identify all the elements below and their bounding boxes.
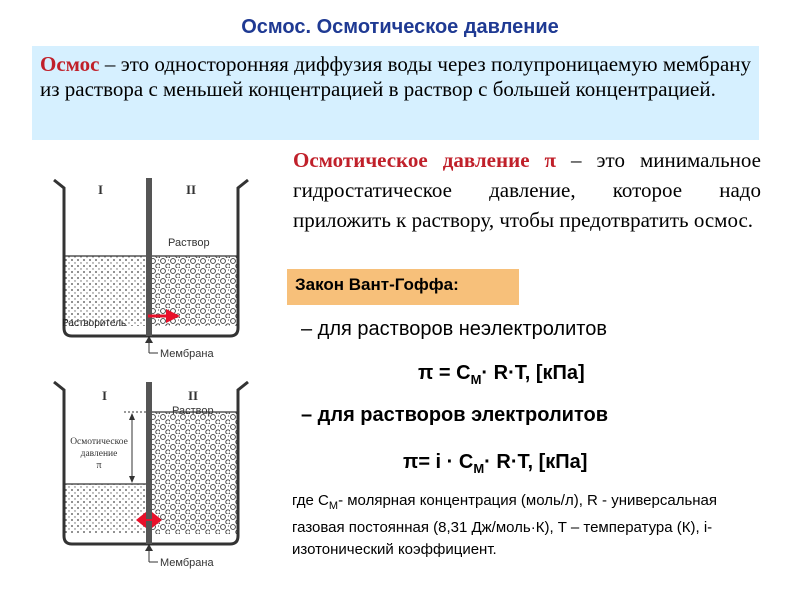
formula2-sub: M (473, 461, 485, 476)
solvent-fill (64, 484, 146, 534)
formula-legend: где CM- молярная концентрация (моль/л), … (292, 490, 762, 561)
solution-label: Раствор (168, 237, 210, 249)
membrane-bar (146, 382, 152, 544)
osmosis-diagram-equilibrium: I II Раствор Осмотическое давление π Мем… (53, 380, 249, 569)
solvent-fill (64, 256, 146, 326)
page-title: Осмос. Осмотическое давление (241, 16, 559, 38)
membrane-bar (146, 178, 152, 336)
osmosis-definition: Осмос – это односторонняя диффузия воды … (32, 46, 759, 140)
formula-electrolytes: π= i · CM· R·T, [кПа] (403, 451, 587, 476)
formula1-lhs: π = C (418, 362, 471, 384)
definition-text: это односторонняя диффузия воды через по… (40, 52, 752, 101)
solution-fill (152, 412, 238, 534)
compartment-label-left: I (102, 388, 107, 403)
compartment-label-right: II (188, 388, 198, 403)
pressure-label-line2: давление (81, 449, 118, 459)
membrane-label: Мембрана (160, 348, 214, 360)
formula2-lhs: π= i · C (403, 451, 474, 473)
vant-hoff-law-title: Закон Вант-Гоффа: (287, 269, 519, 305)
osmosis-term: Осмос (40, 52, 100, 76)
pressure-label-line1: Осмотическое (70, 437, 128, 447)
formula1-rhs: · R·T, [кПа] (481, 362, 585, 384)
formula-nonelectrolytes: π = CM· R·T, [кПа] (418, 362, 585, 387)
pressure-symbol: π (96, 460, 101, 471)
note-part1: где C (292, 492, 329, 509)
solvent-label: Растворитель (62, 318, 126, 329)
note-sub: M (328, 500, 339, 512)
osmotic-pressure-definition: Осмотическое давление π – это минимально… (293, 145, 761, 235)
solution-label: Раствор (172, 405, 214, 417)
formula2-rhs: · R·T, [кПа] (484, 451, 588, 473)
osmosis-diagram-initial: I II Раствор Растворитель Мембрана (53, 178, 249, 360)
compartment-label-left: I (98, 182, 103, 197)
osmosis-arrow-head (166, 309, 180, 323)
osmotic-pressure-text: – это минимальное гидростатическое давле… (293, 148, 761, 232)
osmotic-pressure-term: Осмотическое давление π (293, 148, 557, 172)
electrolytes-line: – для растворов электролитов (301, 404, 608, 426)
membrane-label: Мембрана (160, 557, 214, 569)
formula1-sub: M (470, 372, 482, 387)
nonelectrolytes-line: – для растворов неэлектролитов (301, 318, 607, 340)
definition-dash: – (99, 52, 121, 76)
compartment-label-right: II (186, 182, 196, 197)
note-part2: - молярная концентрация (моль/л), R - ун… (292, 492, 718, 558)
